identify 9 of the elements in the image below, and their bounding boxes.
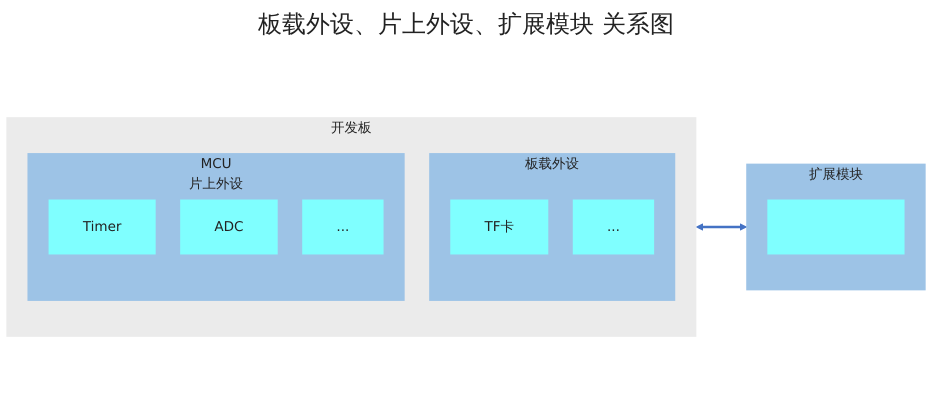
node-box: ADC: [180, 200, 278, 254]
diagram-title: 板载外设、片上外设、扩展模块 关系图: [258, 9, 674, 40]
node-box: TF卡: [450, 200, 548, 254]
node-box: [767, 200, 905, 254]
cluster: 扩展模块: [746, 164, 926, 290]
node-box: ...: [302, 200, 384, 254]
node-box: ...: [572, 200, 654, 254]
node-box: Timer: [48, 200, 156, 254]
arrow: [696, 223, 747, 231]
